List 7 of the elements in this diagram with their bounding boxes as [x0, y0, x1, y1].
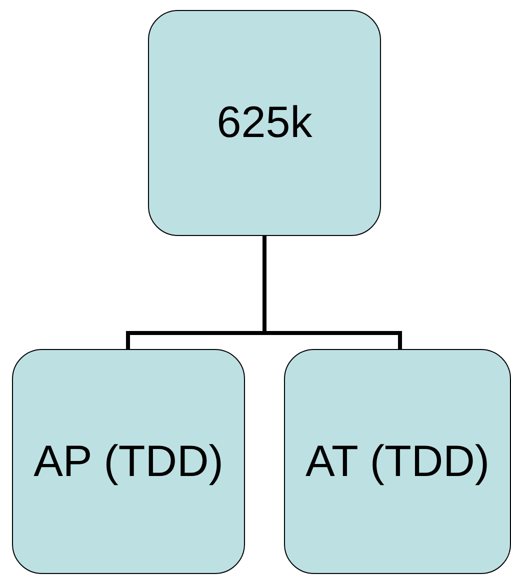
org-box [12, 349, 245, 574]
box-label: 625k [216, 98, 312, 148]
connector-line [262, 236, 402, 349]
box-label: AT (TDD) [305, 436, 490, 486]
org-box [148, 10, 381, 236]
org-box [284, 349, 511, 574]
box-label: AP (TDD) [34, 436, 224, 486]
